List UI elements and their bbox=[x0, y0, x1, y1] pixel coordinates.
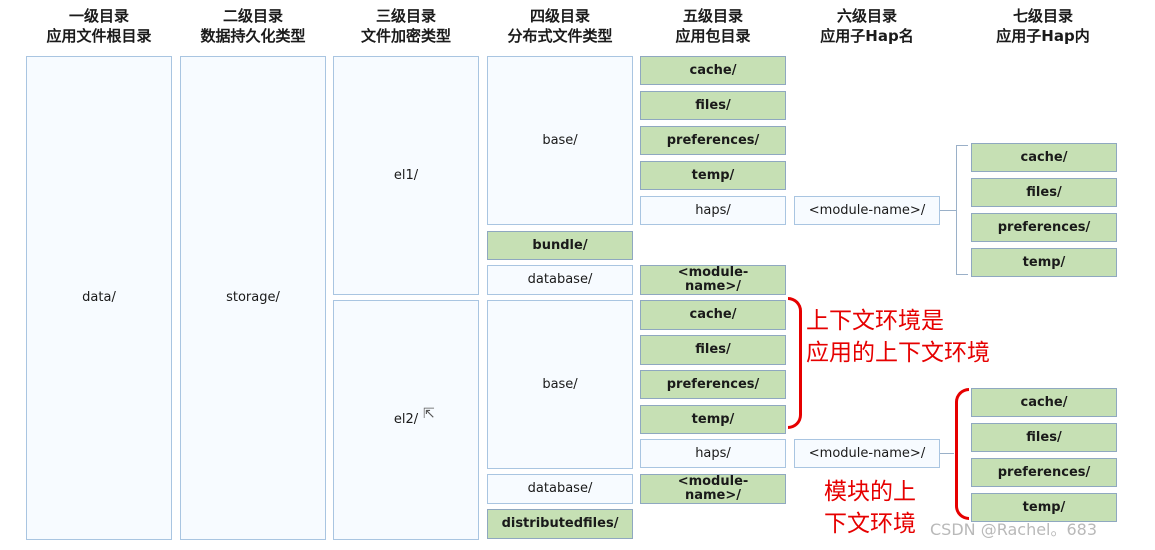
dir-el1-bundle: bundle/ bbox=[487, 231, 633, 260]
dir-storage: storage/ bbox=[180, 56, 326, 540]
app-context-note-line2: 应用的上下文环境 bbox=[806, 340, 990, 366]
header-level3: 三级目录 文件加密类型 bbox=[333, 6, 479, 46]
header-level4: 四级目录 分布式文件类型 bbox=[487, 6, 633, 46]
dir-el2-haps: haps/ bbox=[640, 439, 786, 468]
header-level6: 六级目录 应用子Hap名 bbox=[794, 6, 940, 46]
header-level7-title: 七级目录 bbox=[1012, 7, 1073, 25]
dir-el1-database: database/ bbox=[487, 265, 633, 295]
dir-el1-module-name: <module-name>/ bbox=[794, 196, 940, 225]
dir-el2-hap-cache: cache/ bbox=[971, 388, 1117, 417]
dir-el2-hap-temp: temp/ bbox=[971, 493, 1117, 522]
module-context-note: 模块的上 下文环境 bbox=[824, 476, 916, 540]
dir-el1-database-module: <module-name>/ bbox=[640, 265, 786, 295]
header-level5-subtitle: 应用包目录 bbox=[675, 27, 751, 45]
dir-el1-base: base/ bbox=[487, 56, 633, 225]
header-level1-subtitle: 应用文件根目录 bbox=[46, 27, 152, 45]
dir-el2-module-name: <module-name>/ bbox=[794, 439, 940, 468]
header-level7-subtitle: 应用子Hap内 bbox=[996, 27, 1090, 45]
header-level4-subtitle: 分布式文件类型 bbox=[507, 27, 613, 45]
mouse-cursor-icon: ⇱ bbox=[423, 406, 435, 422]
connector-el1 bbox=[940, 210, 956, 211]
app-context-bracket bbox=[788, 297, 802, 429]
header-level7: 七级目录 应用子Hap内 bbox=[968, 6, 1118, 46]
module-context-note-line1: 模块的上 bbox=[824, 479, 916, 505]
dir-el1-hap-temp: temp/ bbox=[971, 248, 1117, 277]
dir-el1-cache: cache/ bbox=[640, 56, 786, 85]
connector-el2 bbox=[940, 453, 954, 454]
dir-el2-hap-files: files/ bbox=[971, 423, 1117, 452]
dir-el1-hap-files: files/ bbox=[971, 178, 1117, 207]
header-level5-title: 五级目录 bbox=[682, 7, 743, 25]
bracket-el1-hap-contents bbox=[956, 145, 968, 275]
header-level2-title: 二级目录 bbox=[222, 7, 283, 25]
dir-el2-distributedfiles: distributedfiles/ bbox=[487, 509, 633, 539]
dir-el1-temp: temp/ bbox=[640, 161, 786, 190]
dir-el1-haps: haps/ bbox=[640, 196, 786, 225]
dir-el2-files: files/ bbox=[640, 335, 786, 365]
header-level6-subtitle: 应用子Hap名 bbox=[820, 27, 914, 45]
header-level3-title: 三级目录 bbox=[375, 7, 436, 25]
dir-el2-base: base/ bbox=[487, 300, 633, 469]
header-level3-subtitle: 文件加密类型 bbox=[360, 27, 451, 45]
app-context-note-line1: 上下文环境是 bbox=[806, 308, 944, 334]
dir-el2-cache: cache/ bbox=[640, 300, 786, 330]
header-level2: 二级目录 数据持久化类型 bbox=[180, 6, 326, 46]
header-level5: 五级目录 应用包目录 bbox=[640, 6, 786, 46]
module-context-note-line2: 下文环境 bbox=[824, 511, 916, 537]
app-context-note: 上下文环境是 应用的上下文环境 bbox=[806, 305, 990, 369]
dir-el1-preferences: preferences/ bbox=[640, 126, 786, 155]
header-level1: 一级目录 应用文件根目录 bbox=[26, 6, 172, 46]
dir-el1-hap-cache: cache/ bbox=[971, 143, 1117, 172]
dir-el2-hap-preferences: preferences/ bbox=[971, 458, 1117, 487]
module-context-bracket bbox=[955, 388, 969, 520]
header-level6-title: 六级目录 bbox=[836, 7, 897, 25]
header-level4-title: 四级目录 bbox=[529, 7, 590, 25]
dir-el2-temp: temp/ bbox=[640, 405, 786, 434]
dir-el1: el1/ bbox=[333, 56, 479, 295]
dir-el2-database: database/ bbox=[487, 474, 633, 504]
dir-data: data/ bbox=[26, 56, 172, 540]
watermark: CSDN @Rachel。683 bbox=[930, 520, 1098, 539]
dir-el2-database-module: <module-name>/ bbox=[640, 474, 786, 504]
header-level2-subtitle: 数据持久化类型 bbox=[200, 27, 306, 45]
header-level1-title: 一级目录 bbox=[68, 7, 129, 25]
dir-el1-hap-preferences: preferences/ bbox=[971, 213, 1117, 242]
dir-el2-preferences: preferences/ bbox=[640, 370, 786, 399]
dir-el2: el2/ bbox=[333, 300, 479, 540]
dir-el1-files: files/ bbox=[640, 91, 786, 120]
